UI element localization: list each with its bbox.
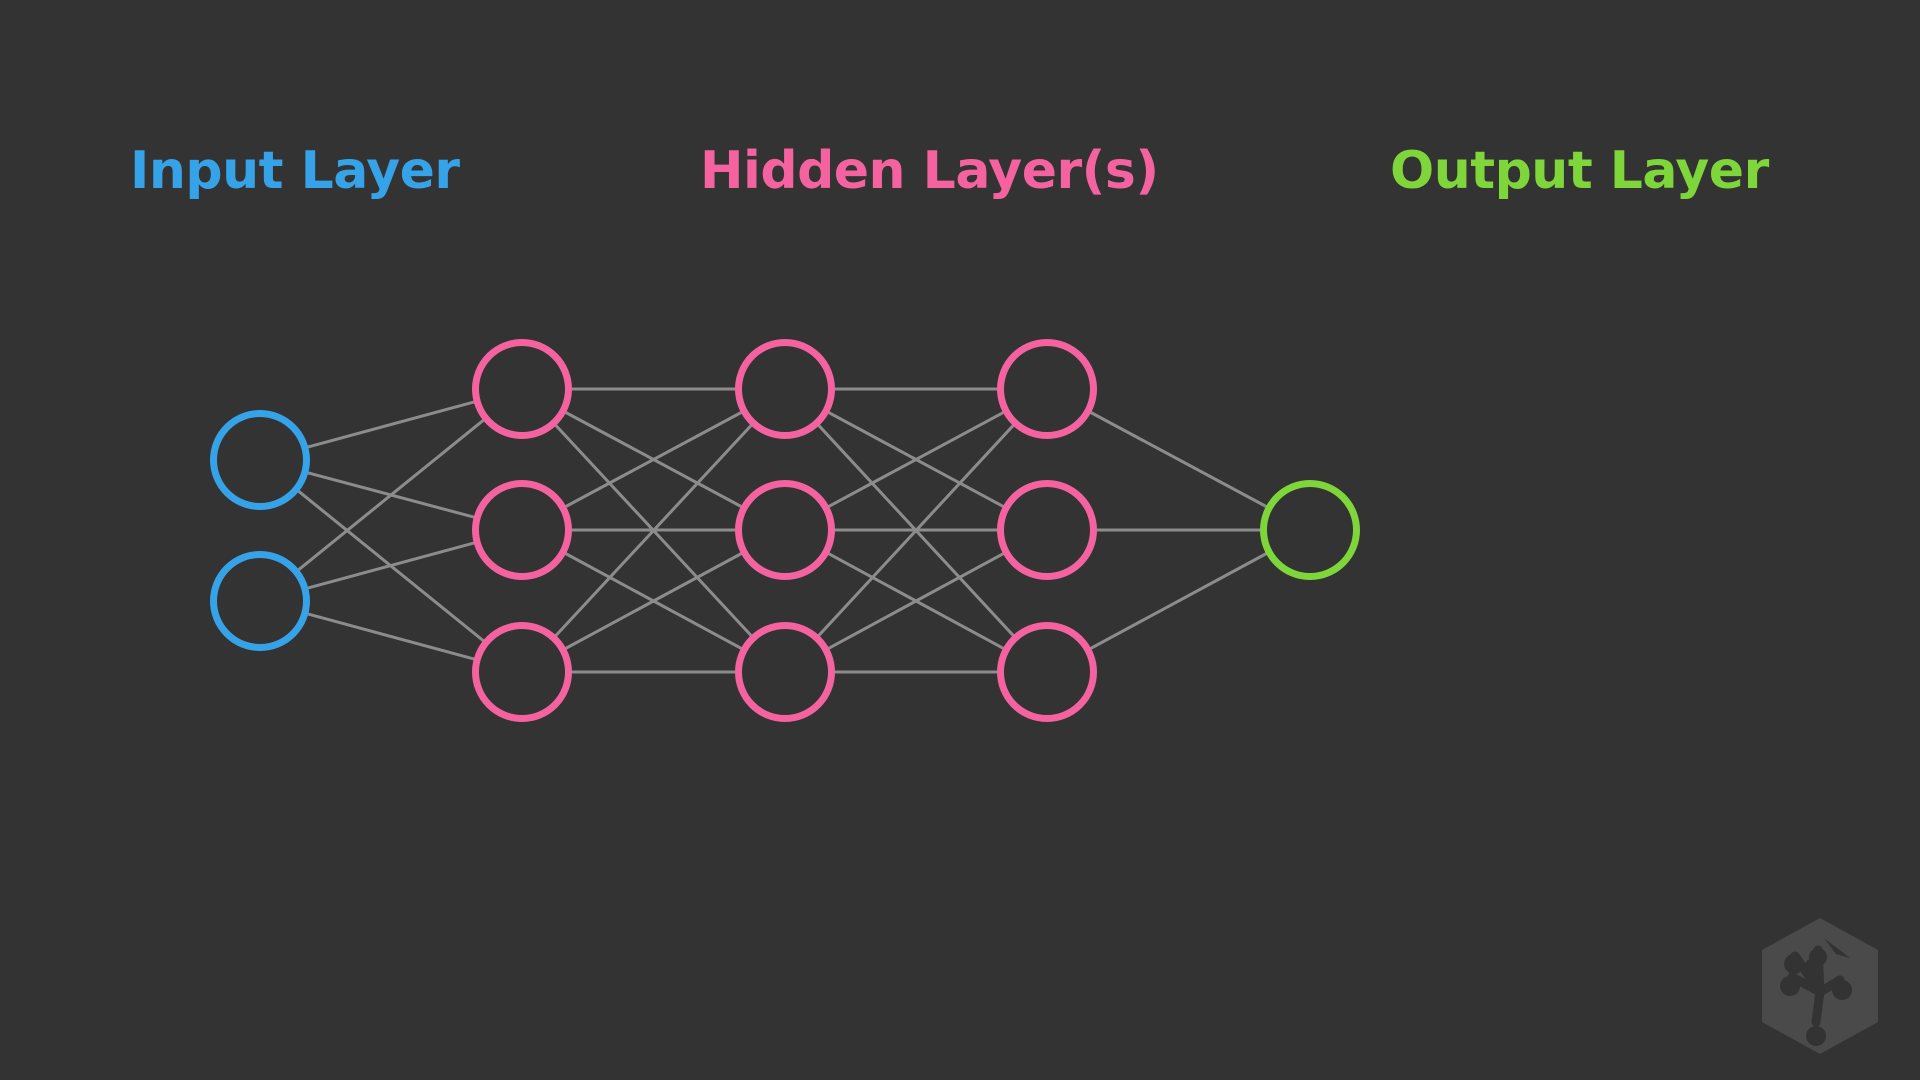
node-h1_3[interactable] [472,622,572,722]
edge-h2_3-h3_2 [827,552,1005,650]
node-h3_3[interactable] [997,622,1097,722]
node-h3_2[interactable] [997,480,1097,580]
node-h1_1[interactable] [472,339,572,439]
node-i1[interactable] [210,410,310,510]
edge-h1_3-h2_1 [554,424,753,637]
node-h2_3[interactable] [735,622,835,722]
edge-h1_2-h2_1 [564,411,743,508]
node-h2_2[interactable] [735,480,835,580]
edge-h2_3-h3_1 [817,424,1015,637]
node-i2[interactable] [210,551,310,651]
nodes-group [210,339,1360,722]
node-h2_1[interactable] [735,339,835,439]
edge-h3_1-o1 [1089,411,1268,508]
edge-i1-h1_1 [306,400,476,449]
node-o1[interactable] [1260,480,1360,580]
edge-i2-h1_2 [306,541,476,590]
edge-h1_3-h2_2 [564,552,743,650]
neuron-hexagon-logo-icon [1762,918,1878,1054]
edge-h3_3-o1 [1089,552,1268,650]
edge-i2-h1_1 [297,418,485,572]
node-h1_2[interactable] [472,480,572,580]
edge-i2-h1_3 [306,612,476,661]
edge-h2_2-h3_1 [827,411,1005,508]
node-h3_1[interactable] [997,339,1097,439]
edges-group [297,387,1268,674]
